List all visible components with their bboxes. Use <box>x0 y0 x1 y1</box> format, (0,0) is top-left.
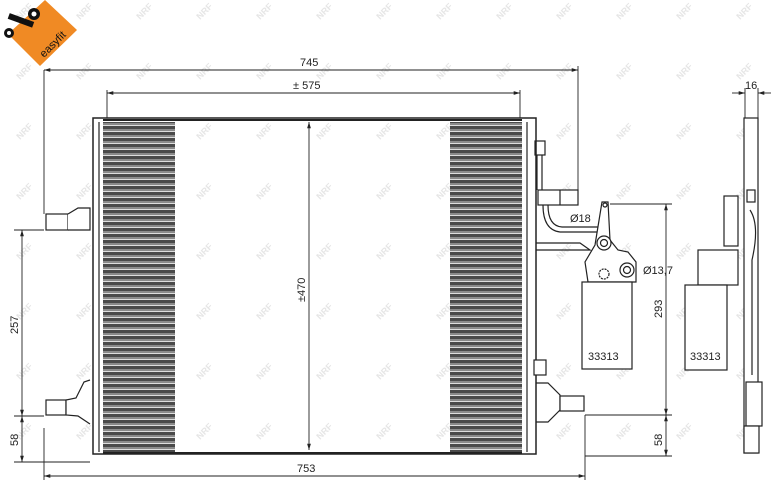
watermark-logo: NRF <box>314 301 335 322</box>
watermark-logo: NRF <box>374 121 395 142</box>
watermark-logo: NRF <box>434 1 455 22</box>
watermark-logo: NRF <box>554 241 575 262</box>
watermark-logo: NRF <box>194 121 215 142</box>
watermark-logo: NRF <box>314 361 335 382</box>
receiver-drier-side: 33313 <box>684 195 739 371</box>
condenser-core <box>92 117 537 455</box>
watermark-logo: NRF <box>194 241 215 262</box>
watermark-logo: NRF <box>14 61 35 82</box>
watermark-logo: NRF <box>254 181 275 202</box>
easyfit-badge: easyfit <box>4 0 77 66</box>
watermark-logo: NRF <box>494 61 515 82</box>
receiver-drier-front: 33313 <box>581 201 637 370</box>
watermark-logo: NRF <box>734 61 755 82</box>
dim-left-mount-height: 257 <box>9 316 21 334</box>
watermark-logo: NRF <box>614 61 635 82</box>
watermark-logo: NRF <box>254 301 275 322</box>
dim-depth: 16 <box>745 80 757 92</box>
dim-pipe-diameter-18: Ø18 <box>570 213 591 225</box>
watermark-logo: NRF <box>554 121 575 142</box>
watermark-logo: NRF <box>554 301 575 322</box>
watermark-logo: NRF <box>14 361 35 382</box>
watermark-logo: NRF <box>374 241 395 262</box>
watermark-logo: NRF <box>134 1 155 22</box>
dim-right-bottom-offset: 58 <box>653 434 665 446</box>
watermark-logo: NRF <box>314 241 335 262</box>
dim-core-width: ± 575 <box>293 80 320 92</box>
watermark-logo: NRF <box>74 421 95 442</box>
watermark-logo: NRF <box>554 361 575 382</box>
watermark-logo: NRF <box>674 421 695 442</box>
watermark-logo: NRF <box>254 121 275 142</box>
watermark-logo: NRF <box>74 61 95 82</box>
dim-overall-width-bottom: 753 <box>297 463 315 475</box>
watermark-logo: NRF <box>254 61 275 82</box>
watermark-logo: NRF <box>314 421 335 442</box>
watermark-logo: NRF <box>74 241 95 262</box>
watermark-logo: NRF <box>314 181 335 202</box>
watermark-logo: NRF <box>254 1 275 22</box>
dimension-lines <box>14 66 771 480</box>
watermark-logo: NRF <box>614 121 635 142</box>
dim-right-height: 293 <box>653 300 665 318</box>
watermark-logo: NRF <box>374 181 395 202</box>
dim-pipe-diameter-13-7: Ø13,7 <box>643 265 673 277</box>
watermark-logo: NRF <box>194 61 215 82</box>
watermark-logo: NRF <box>74 361 95 382</box>
dim-overall-width-top: 745 <box>300 57 318 69</box>
watermark-logo: NRF <box>674 121 695 142</box>
watermark-logo: NRF <box>194 421 215 442</box>
watermark-logo: NRF <box>74 121 95 142</box>
drier-front-part-number: 33313 <box>588 351 619 363</box>
watermark-logo: NRF <box>374 61 395 82</box>
watermark-logo: NRF <box>194 1 215 22</box>
watermark-logo: NRF <box>374 421 395 442</box>
watermark-logo: NRF <box>674 1 695 22</box>
watermark-logo: NRF <box>74 181 95 202</box>
watermark-logo: NRF <box>734 1 755 22</box>
watermark-logo: NRF <box>194 181 215 202</box>
watermark-logo: NRF <box>374 361 395 382</box>
side-profile <box>743 117 763 454</box>
watermark-logo: NRF <box>614 181 635 202</box>
watermark-logo: NRF <box>614 421 635 442</box>
wrench-icon <box>4 8 40 38</box>
watermark-logo: NRF <box>74 301 95 322</box>
watermark-logo: NRF <box>314 1 335 22</box>
dim-core-height: ±470 <box>296 278 308 302</box>
watermark-logo: NRF <box>134 61 155 82</box>
watermark-logo: NRF <box>194 301 215 322</box>
watermark-logo: NRF <box>194 361 215 382</box>
watermark-logo: NRF <box>674 241 695 262</box>
watermark-logo: NRF <box>374 1 395 22</box>
watermark-logo: NRF <box>554 1 575 22</box>
watermark-logo: NRF <box>14 241 35 262</box>
watermark-logo: NRF <box>494 1 515 22</box>
watermark-logo: NRF <box>554 61 575 82</box>
right-pipework <box>533 140 600 423</box>
left-mount-bracket-top <box>45 207 91 231</box>
watermark-logo: NRF <box>674 61 695 82</box>
watermark-logo: NRF <box>434 61 455 82</box>
watermark-logo: NRF <box>254 361 275 382</box>
drier-side-part-number: 33313 <box>690 351 721 363</box>
watermark-logo: NRF <box>374 301 395 322</box>
watermark-logo: NRF <box>254 421 275 442</box>
watermark-logo: NRF <box>74 1 95 22</box>
watermark-logo: NRF <box>14 181 35 202</box>
watermark-logo: NRF <box>554 421 575 442</box>
watermark-logo: NRF <box>314 121 335 142</box>
left-mount-bracket-bottom <box>45 379 91 425</box>
watermark-logo: NRF <box>254 241 275 262</box>
watermark-logo: NRF <box>674 181 695 202</box>
dim-left-bottom-offset: 58 <box>9 434 21 446</box>
watermark-logo: NRF <box>614 1 635 22</box>
watermark-logo: NRF <box>14 121 35 142</box>
